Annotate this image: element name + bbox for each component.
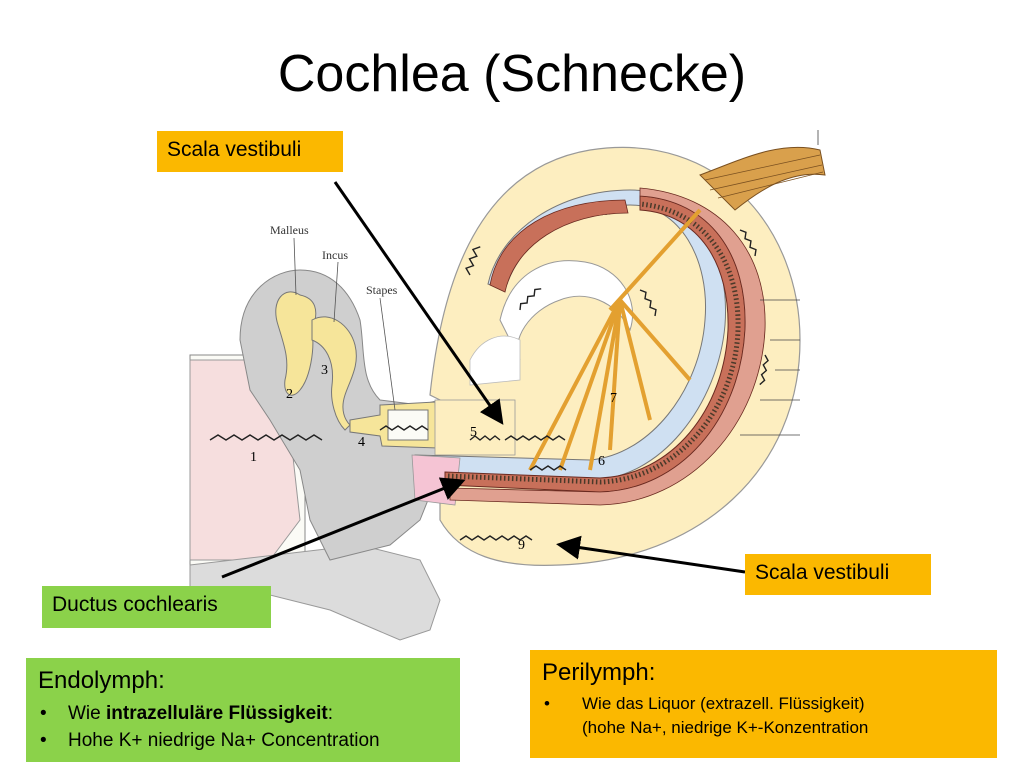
perilymph-bullet-1-continuation: (hohe Na+, niedrige K+-Konzentration [582, 718, 869, 737]
stapes-label: Stapes [366, 283, 398, 297]
pointer-arrow-ductus-cochlearis [221, 477, 466, 579]
endolymph-info-box: Endolymph: Wie intrazelluläre Flüssigkei… [26, 658, 460, 762]
pointer-arrow-scala-vestibuli-bottom [556, 535, 746, 574]
page-title: Cochlea (Schnecke) [277, 45, 747, 103]
ductus-cochlearis-label: Ductus cochlearis [42, 586, 271, 628]
incus-label: Incus [322, 248, 348, 262]
endolymph-bullet-2: Hohe K+ niedrige Na+ Concentration [38, 727, 448, 754]
malleus-label: Malleus [270, 223, 309, 237]
endolymph-bullet-1: Wie intrazelluläre Flüssigkeit: [38, 700, 448, 727]
scala-vestibuli-label-top: Scala vestibuli [157, 131, 343, 172]
ossicles [275, 291, 439, 449]
cochlear-nerve-fibers [528, 208, 702, 471]
diagram-number-5: 5 [470, 425, 477, 440]
sound-wave-arrows [209, 229, 769, 541]
perilymph-heading: Perilymph: [542, 659, 656, 686]
diagram-number-2: 2 [286, 387, 293, 402]
perilymph-info-box: Perilymph: Wie das Liquor (extrazell. Fl… [530, 650, 997, 758]
diagram-number-4: 4 [358, 435, 365, 450]
incus-shape [311, 316, 357, 431]
scala-vestibuli-label-bottom: Scala vestibuli [745, 554, 931, 595]
diagram-number-9: 9 [518, 538, 525, 553]
endolymph-heading: Endolymph: [38, 667, 165, 694]
perilymph-bullets: Wie das Liquor (extrazell. Flüssigkeit) … [542, 692, 985, 740]
diagram-number-1: 1 [250, 450, 257, 465]
diagram-number-7: 7 [610, 391, 617, 406]
diagram-number-6: 6 [598, 454, 605, 469]
pointer-arrow-scala-vestibuli-top [333, 181, 504, 425]
endolymph-bullets: Wie intrazelluläre Flüssigkeit: Hohe K+ … [38, 700, 448, 754]
diagram-number-3: 3 [321, 363, 328, 378]
perilymph-bullet-1: Wie das Liquor (extrazell. Flüssigkeit) [542, 692, 985, 716]
